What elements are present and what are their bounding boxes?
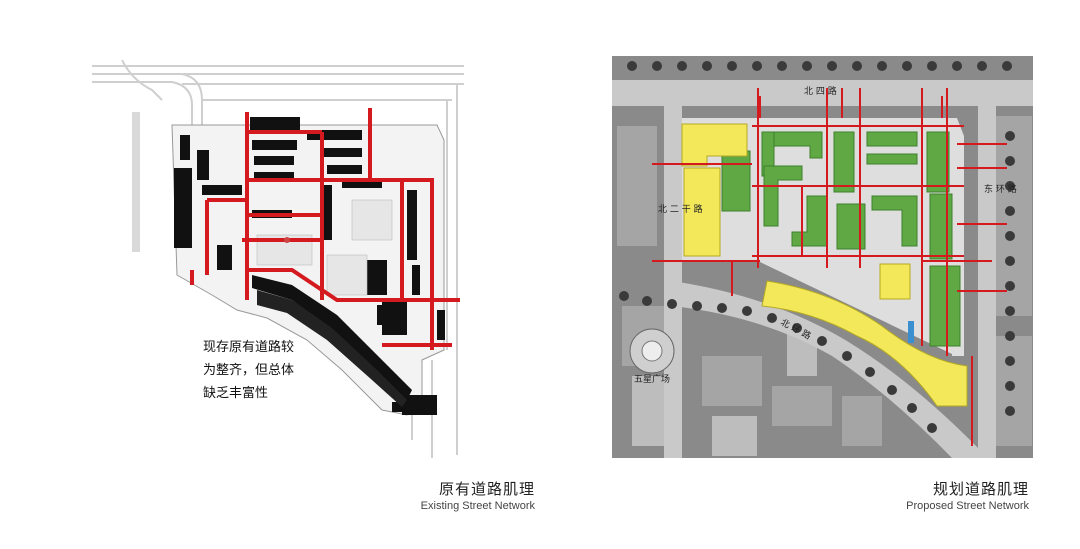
existing-marker bbox=[284, 237, 290, 243]
existing-network-note: 现存原有道路较 为整齐，但总体 缺乏丰富性 bbox=[203, 340, 295, 401]
west-road-label: 北 二 干 路 bbox=[658, 203, 703, 215]
existing-caption-en: Existing Street Network bbox=[420, 500, 535, 512]
east-road-label: 东 环 路 bbox=[984, 183, 1017, 195]
context-blocks bbox=[617, 116, 1032, 446]
ring-road bbox=[672, 281, 978, 458]
north-road-label: 北 四 路 bbox=[804, 85, 837, 97]
existing-caption-cn: 原有道路肌理 bbox=[438, 480, 535, 498]
commercial-yellow-blocks bbox=[681, 123, 968, 407]
site-boundary bbox=[171, 124, 445, 416]
existing-red-roads bbox=[190, 108, 460, 350]
proposed-street-map: 北 四 路 北 二 干 路 东 环 路 北 环 路 五星广场 bbox=[612, 56, 1033, 458]
existing-street-map bbox=[92, 59, 482, 458]
water-feature bbox=[908, 321, 914, 343]
proposed-red-roads bbox=[652, 88, 1007, 446]
proposed-caption-cn: 规划道路肌理 bbox=[932, 480, 1029, 498]
main-roads bbox=[612, 80, 1033, 458]
proposed-caption-en: Proposed Street Network bbox=[906, 500, 1029, 512]
tree-rows bbox=[619, 61, 1015, 433]
plaza-label: 五星广场 bbox=[634, 373, 670, 385]
proposed-green-blocks bbox=[721, 131, 961, 347]
proposed-street-drawing: 北 四 路 北 二 干 路 东 环 路 北 环 路 五星广场 bbox=[612, 56, 1033, 458]
existing-street-drawing bbox=[92, 59, 482, 458]
plaza-inner bbox=[641, 340, 663, 362]
